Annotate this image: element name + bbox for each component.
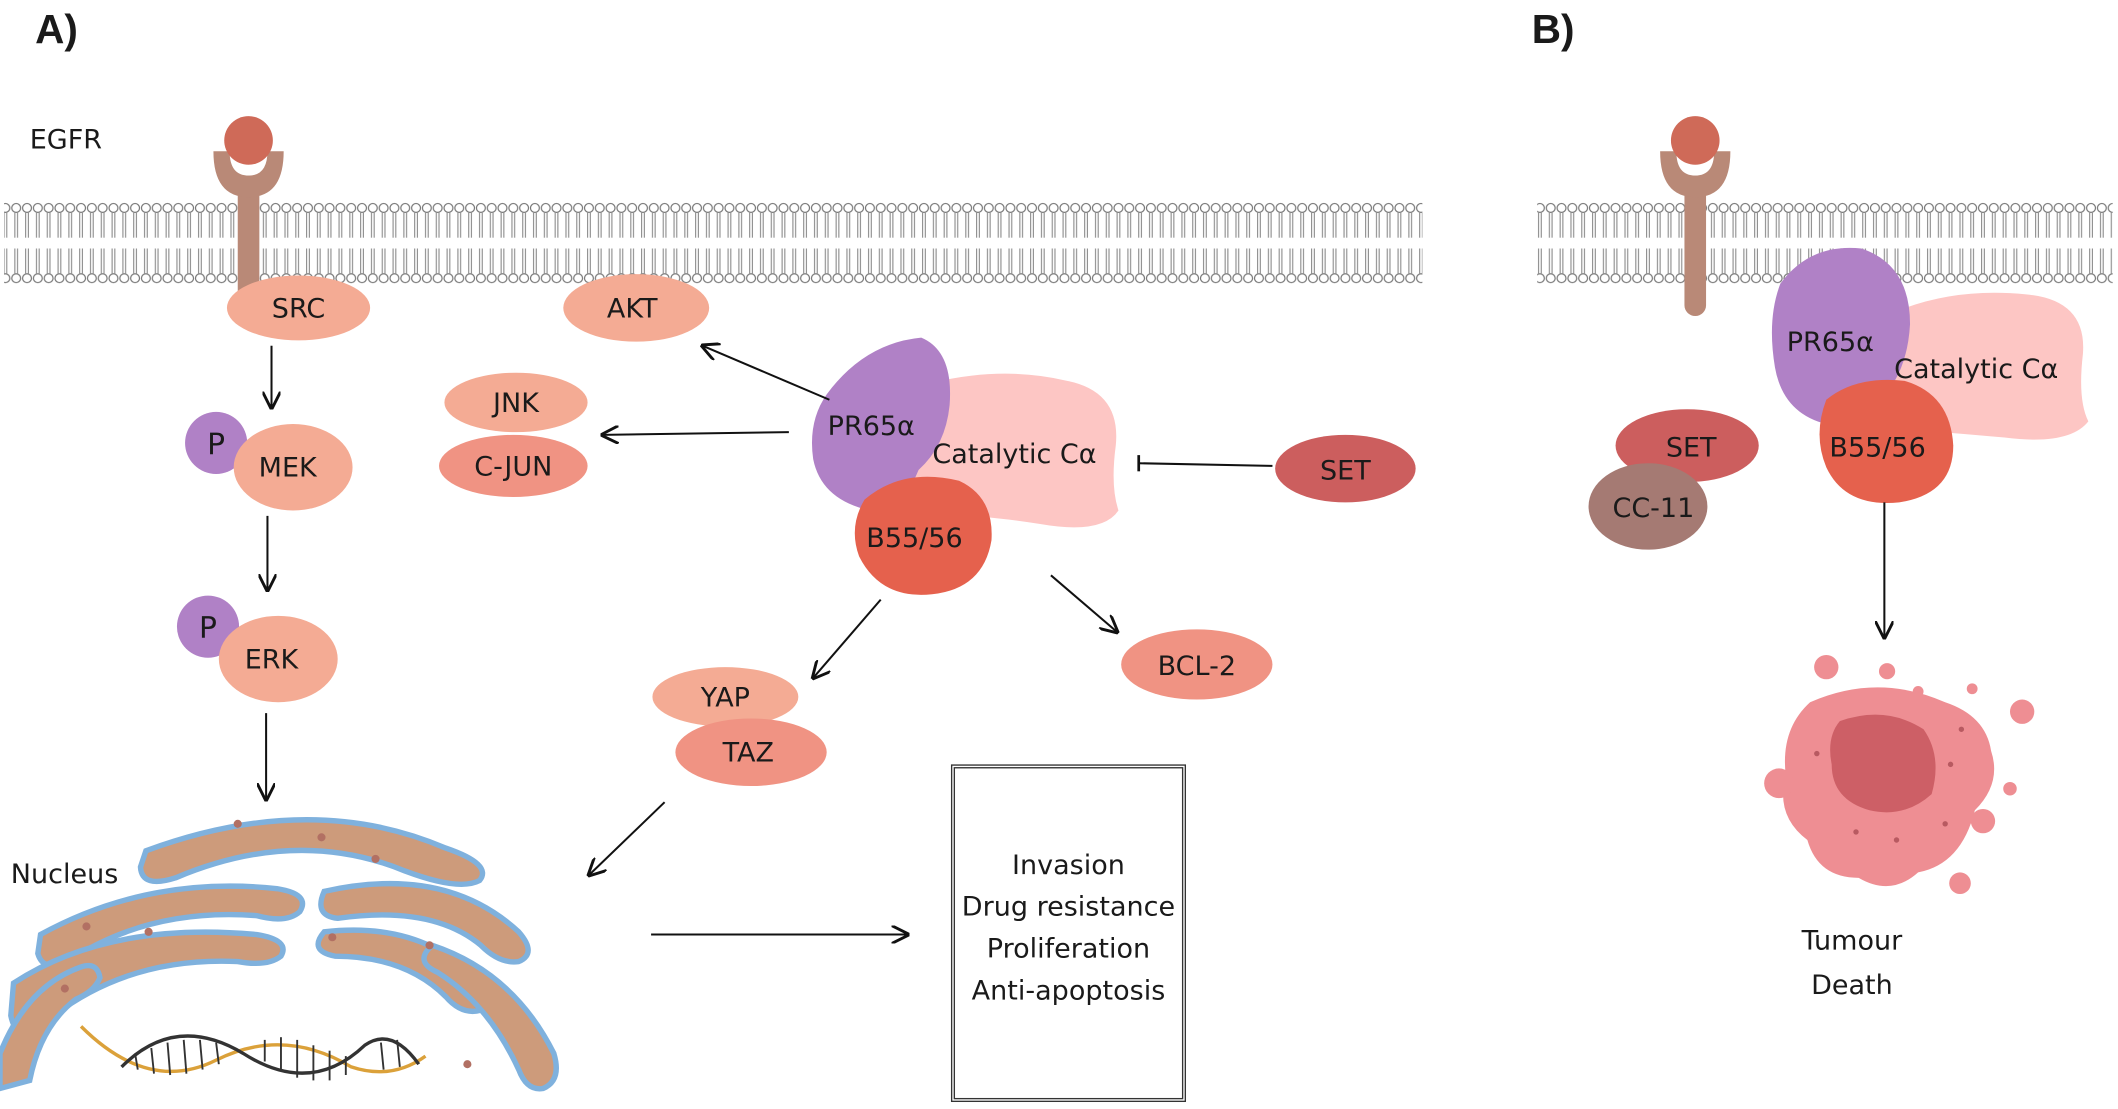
- cell-membrane-a: [4, 202, 1423, 284]
- cjun-protein: [439, 434, 588, 497]
- set-protein-a: [1275, 434, 1416, 503]
- b5556-label-b: B55/56: [1829, 432, 1925, 463]
- mek-phospho-label: P: [207, 427, 225, 462]
- arrow-pp2a-bcl2: [1050, 574, 1117, 632]
- akt-protein: [563, 274, 710, 342]
- arrow-pp2a-akt: [702, 346, 830, 401]
- cc11-label: CC-11: [1612, 493, 1694, 524]
- regulatory-subunit-b: [1819, 379, 1954, 504]
- cc11-protein: [1588, 463, 1708, 550]
- dna-icon: [79, 1025, 427, 1081]
- src-protein: [226, 275, 371, 341]
- yap-label: YAP: [700, 682, 750, 713]
- nucleus-label: Nucleus: [11, 859, 118, 890]
- set-label-a: SET: [1320, 455, 1371, 486]
- panel-b-label: B): [1532, 6, 1575, 52]
- bcl2-protein: [1121, 629, 1273, 700]
- jnk-protein: [444, 372, 588, 433]
- arrow-yaptaz-nucleus: [589, 801, 666, 875]
- catalytic-label-b: Catalytic Cα: [1894, 354, 2058, 385]
- scaffold-subunit-a: [811, 337, 951, 511]
- inhibition-line-set: [1138, 462, 1273, 467]
- mek-phospho-icon: [185, 411, 248, 475]
- set-label-b: SET: [1666, 432, 1717, 463]
- outcome-invasion: Invasion: [1012, 848, 1125, 881]
- taz-label: TAZ: [722, 738, 774, 769]
- cjun-label: C-JUN: [474, 451, 552, 482]
- egfr-receptor-icon: [213, 116, 284, 317]
- erk-phospho-label: P: [199, 610, 217, 645]
- outcome-drug-resistance: Drug resistance: [961, 889, 1176, 923]
- outcome-proliferation: Proliferation: [986, 931, 1151, 965]
- egfr-receptor-b-icon: [1660, 116, 1731, 317]
- yap-protein: [652, 667, 799, 727]
- pr65a-label-b: PR65α: [1787, 327, 1874, 358]
- outcome-anti-apoptosis: Anti-apoptosis: [971, 973, 1166, 1007]
- arrow-pp2a-yap: [813, 598, 882, 678]
- mek-protein: [233, 424, 353, 511]
- akt-label: AKT: [607, 293, 658, 324]
- death-label: Death: [1811, 970, 1893, 1001]
- erk-protein: [218, 615, 338, 703]
- pp2a-complex-b: [1771, 247, 2089, 504]
- tumour-label: Tumour: [1801, 925, 1903, 956]
- panel-a-label: A): [35, 6, 78, 52]
- b5556-label-a: B55/56: [866, 523, 962, 554]
- nucleus-icon: [0, 817, 559, 1092]
- mek-label: MEK: [259, 453, 318, 484]
- src-label: SRC: [272, 293, 325, 324]
- catalytic-label-a: Catalytic Cα: [932, 439, 1096, 470]
- pp2a-complex-a: [811, 337, 1119, 595]
- outcomes-box: Invasion Drug resistance Proliferation A…: [950, 764, 1187, 1103]
- regulatory-subunit-a: [854, 476, 992, 595]
- arrow-pp2a-jnk: [602, 432, 789, 435]
- nucleus-dots: [60, 819, 472, 1069]
- bcl2-label: BCL-2: [1158, 651, 1236, 682]
- jnk-label: JNK: [491, 388, 540, 419]
- pr65a-label-a: PR65α: [828, 411, 915, 442]
- tumour-cell-icon: [1764, 654, 2035, 895]
- erk-label: ERK: [245, 645, 300, 676]
- taz-protein: [675, 718, 827, 786]
- egfr-label: EGFR: [30, 125, 102, 156]
